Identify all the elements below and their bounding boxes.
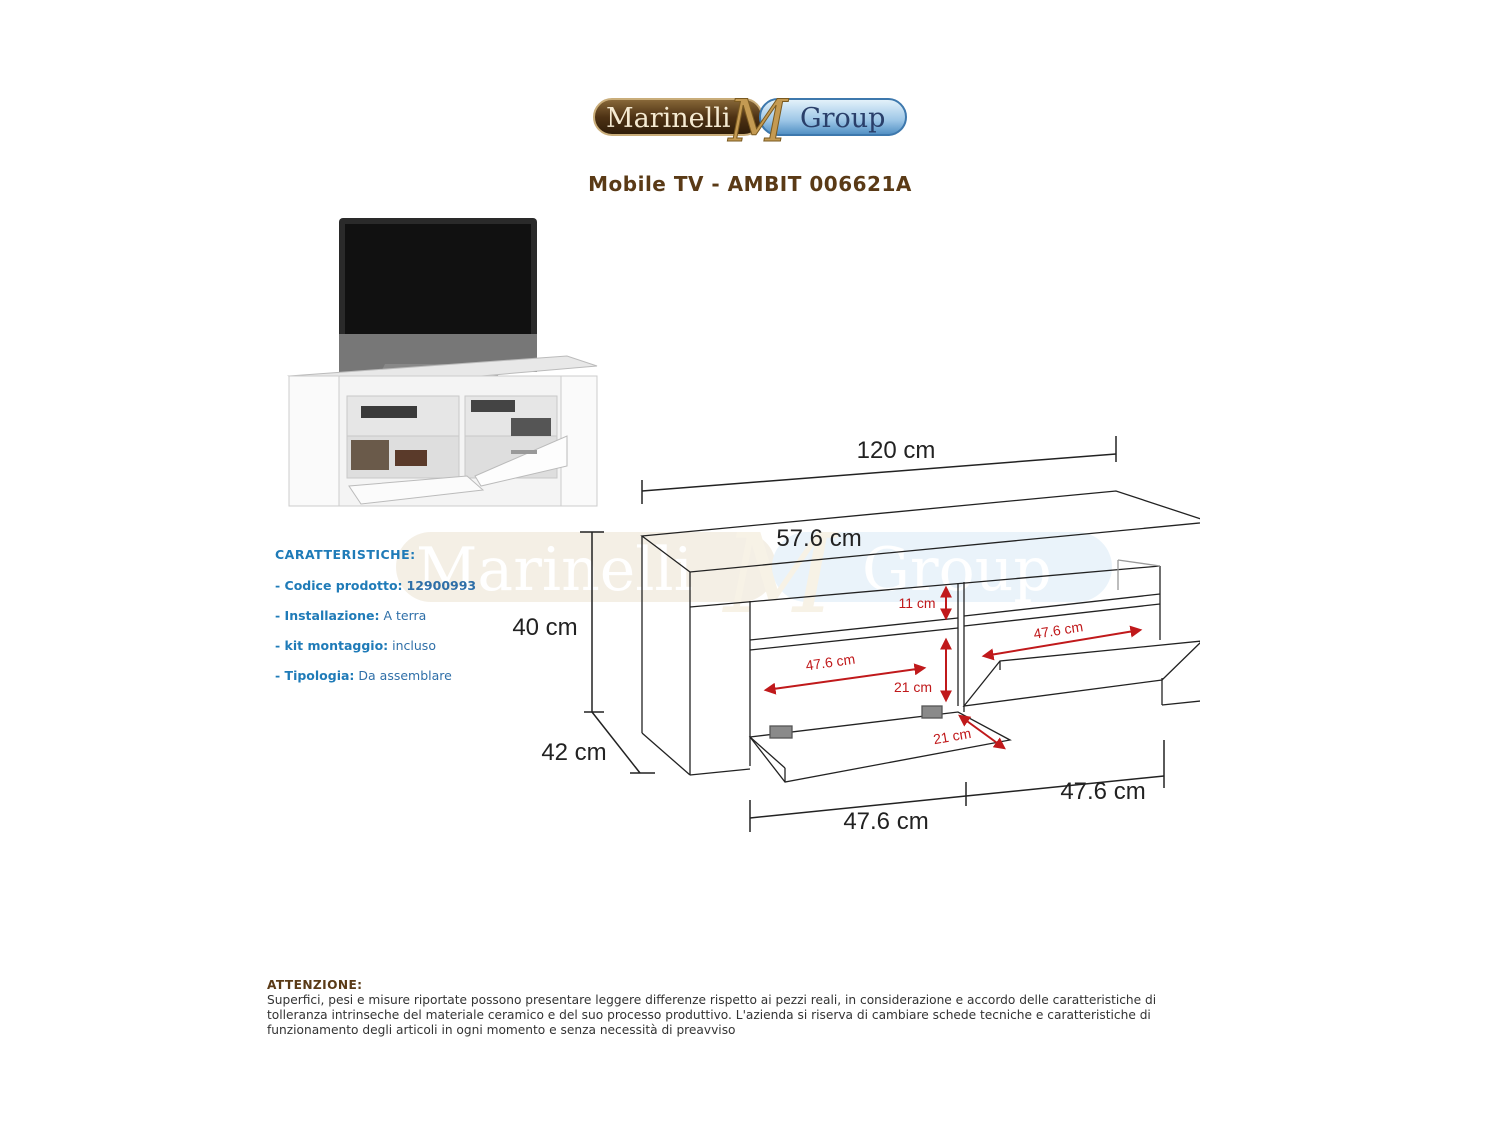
logo-watermark: Marinelli Group M	[396, 510, 1112, 618]
dim-depth-label: 42 cm	[541, 739, 606, 766]
feature-key: - kit montaggio:	[275, 638, 389, 653]
disclaimer-line: funzionamento degli articoli in ogni mom…	[267, 1023, 736, 1037]
disclaimer-line: Superfici, pesi e misure riportate posso…	[267, 993, 1157, 1007]
feature-row-installation: - Installazione: A terra	[275, 608, 476, 623]
features-list: CARATTERISTICHE: - Codice prodotto: 1290…	[275, 547, 476, 698]
brand-logo: Marinelli Group M	[593, 87, 907, 153]
feature-value: A terra	[383, 608, 427, 623]
feature-value: Da assemblare	[358, 668, 452, 683]
watermark-monogram: M	[722, 510, 839, 618]
disclaimer: ATTENZIONE: Superfici, pesi e misure rip…	[267, 978, 1267, 1038]
watermark-text-left: Marinelli	[416, 535, 693, 605]
feature-row-code: - Codice prodotto: 12900993	[275, 578, 476, 593]
logo-text-right: Group	[800, 103, 885, 134]
features-heading: CARATTERISTICHE:	[275, 547, 416, 562]
feature-row-kit: - kit montaggio: incluso	[275, 638, 476, 653]
dim-height-label: 40 cm	[512, 614, 577, 641]
feature-key: - Codice prodotto:	[275, 578, 403, 593]
dim-door-depth-label: 21 cm	[932, 725, 972, 747]
feature-value: incluso	[392, 638, 436, 653]
product-photo	[287, 218, 598, 507]
feature-value: 12900993	[406, 578, 477, 593]
logo-text-left: Marinelli	[606, 103, 731, 134]
logo-monogram: M	[727, 87, 789, 153]
page-title: Mobile TV - AMBIT 006621A	[588, 172, 912, 196]
dim-shelf-width-right-label: 47.6 cm	[1032, 618, 1084, 642]
feature-row-type: - Tipologia: Da assemblare	[275, 668, 476, 683]
dim-compartment-height-label: 21 cm	[894, 679, 932, 695]
dim-width-label: 120 cm	[857, 437, 936, 464]
dim-door-width-left-label: 47.6 cm	[843, 808, 928, 835]
dim-inner-width-label: 57.6 cm	[776, 525, 861, 552]
disclaimer-line: tolleranza intrinseche del materiale cer…	[267, 1008, 1151, 1022]
feature-key: - Tipologia:	[275, 668, 355, 683]
technical-drawing: 120 cm 57.6 cm 40 cm 42 cm 47.6 cm 47.6 …	[512, 436, 1200, 835]
dim-shelf-width-left-label: 47.6 cm	[805, 651, 857, 674]
disclaimer-title: ATTENZIONE:	[267, 978, 363, 992]
dim-shelf-height-label: 11 cm	[898, 595, 935, 611]
feature-key: - Installazione:	[275, 608, 380, 623]
dim-door-width-right-label: 47.6 cm	[1060, 778, 1145, 805]
